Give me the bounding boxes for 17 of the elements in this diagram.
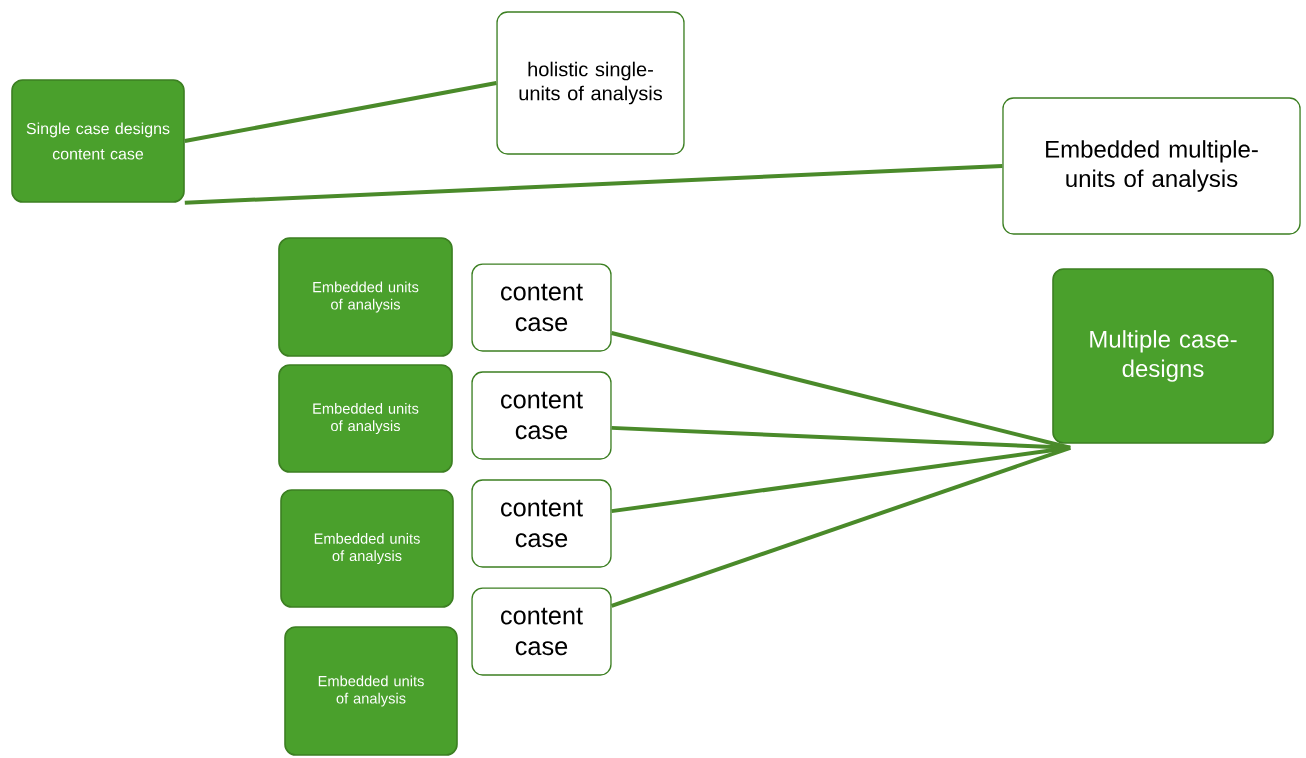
rounded-box: Multiple case-designs <box>1052 268 1274 444</box>
connector-line <box>184 81 497 143</box>
rounded-box: Single case designs content case <box>11 79 185 203</box>
rounded-box: Embedded multiple-units of analysis <box>1002 97 1301 235</box>
connector-line <box>184 164 1003 205</box>
connector-line <box>611 445 1071 608</box>
rounded-box: content case <box>471 479 612 568</box>
connector-line <box>611 331 1071 450</box>
rounded-box: Embedded units of analysis <box>280 489 454 608</box>
connector-line <box>611 445 1071 514</box>
rounded-box: content case <box>471 587 612 676</box>
rounded-box: content case <box>471 371 612 460</box>
rounded-box: content case <box>471 263 612 352</box>
rounded-box: Embedded units of analysis <box>284 626 458 756</box>
rounded-box: holistic single-units of analysis <box>496 11 685 155</box>
rounded-box: Embedded units of analysis <box>278 237 453 357</box>
rounded-box: Embedded units of analysis <box>278 364 453 473</box>
